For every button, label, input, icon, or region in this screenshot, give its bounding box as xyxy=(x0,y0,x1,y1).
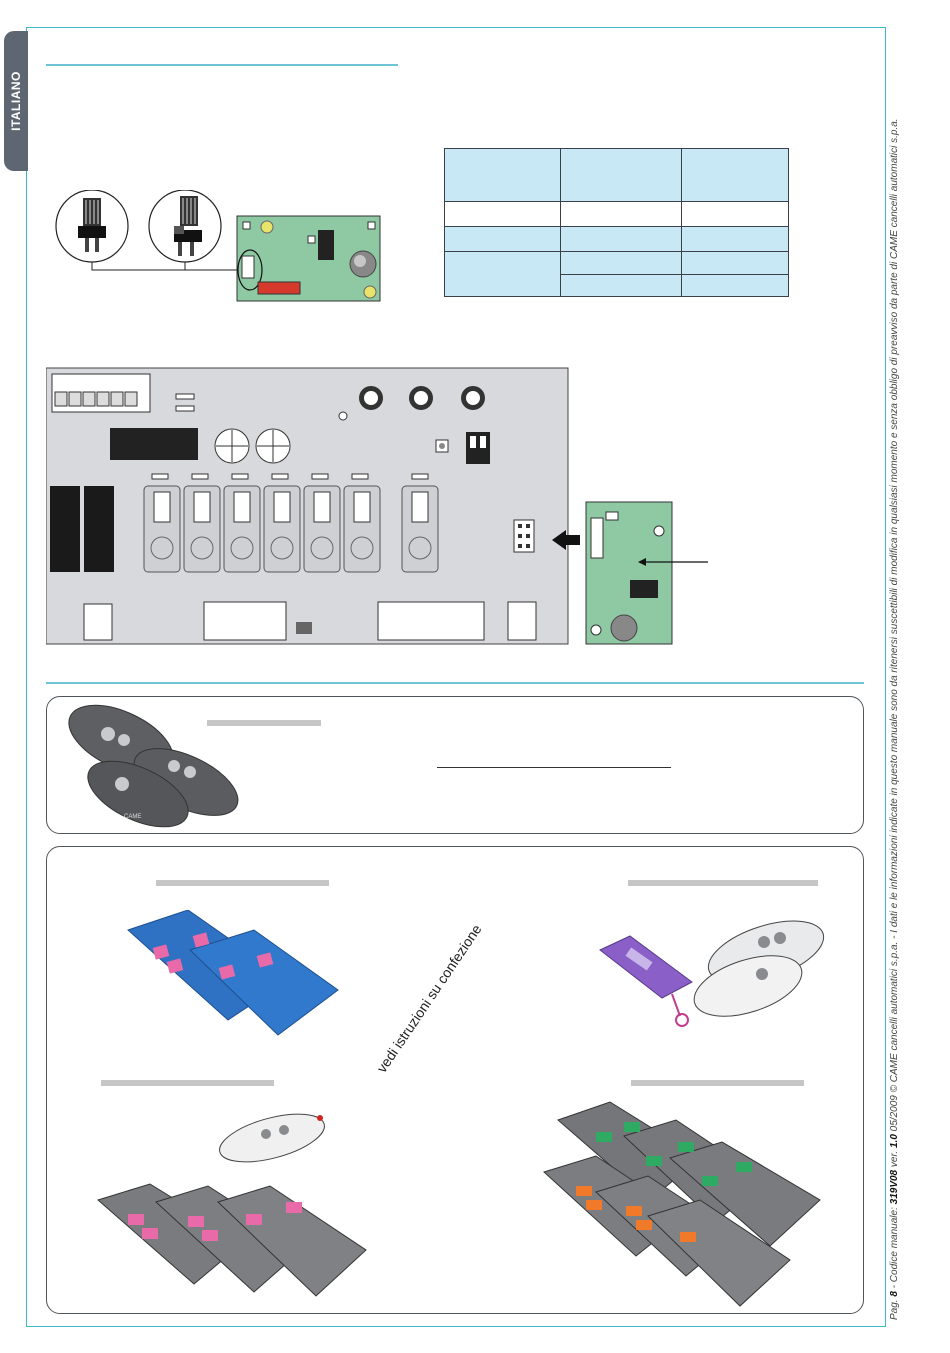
footer-text: Pag. 8 - Codice manuale: 319V08 ver. 1.0… xyxy=(889,118,900,1320)
section-header-line xyxy=(46,64,398,66)
grey-pink-remotes xyxy=(96,1113,367,1297)
green-orange-remotes xyxy=(543,1101,821,1307)
version-label: ver. xyxy=(889,1150,900,1168)
dip-relays xyxy=(153,491,429,523)
table-row xyxy=(444,251,789,297)
heading-bar xyxy=(628,880,818,886)
page-prefix: Pag. xyxy=(889,1299,900,1320)
language-tab-label: ITALIANO xyxy=(9,71,23,131)
purple-white-remotes xyxy=(599,920,825,1027)
radio-card-small xyxy=(236,215,381,302)
control-board-diagram xyxy=(46,367,708,645)
fuses-row xyxy=(151,473,429,480)
heading-bar xyxy=(207,720,321,726)
terminal-block-top xyxy=(51,373,151,413)
dip-slots xyxy=(143,485,439,573)
insert-arrow-icon xyxy=(552,530,580,550)
table-row xyxy=(444,201,789,227)
table-row xyxy=(444,148,789,202)
section-divider xyxy=(46,682,864,684)
display-block xyxy=(110,428,198,460)
radio-connector xyxy=(513,519,535,553)
manual-date: 05/2009 xyxy=(889,1095,900,1132)
radio-card-inserted xyxy=(585,501,673,645)
remote-controls-top: CAME xyxy=(68,704,239,828)
jumper-illustration xyxy=(55,190,381,302)
svg-text:CAME: CAME xyxy=(124,814,141,820)
manual-code: 319V08 xyxy=(889,1169,900,1205)
language-tab: ITALIANO xyxy=(4,31,28,171)
page-number: 8 xyxy=(889,1291,900,1297)
page-frame xyxy=(26,27,886,1327)
fuses-top xyxy=(175,393,195,412)
trimmers xyxy=(359,386,485,410)
heading-bar xyxy=(156,880,329,886)
underline-rule xyxy=(437,767,671,768)
jumper-closed-detail xyxy=(55,190,129,263)
dip-circles xyxy=(150,536,432,560)
disclaimer: © CAME cancelli automatici s.p.a. - I da… xyxy=(889,118,900,1093)
settings-table xyxy=(444,148,789,297)
blue-remotes xyxy=(127,910,339,1036)
heading-bar xyxy=(101,1080,274,1086)
terminal-blocks-bottom xyxy=(83,601,537,641)
heading-bar xyxy=(631,1080,804,1086)
jumper-open-detail xyxy=(148,190,222,263)
code-label: - Codice manuale: xyxy=(889,1207,900,1289)
table-row xyxy=(445,273,789,297)
table-row xyxy=(444,226,789,252)
manual-version: 1.0 xyxy=(889,1134,900,1148)
